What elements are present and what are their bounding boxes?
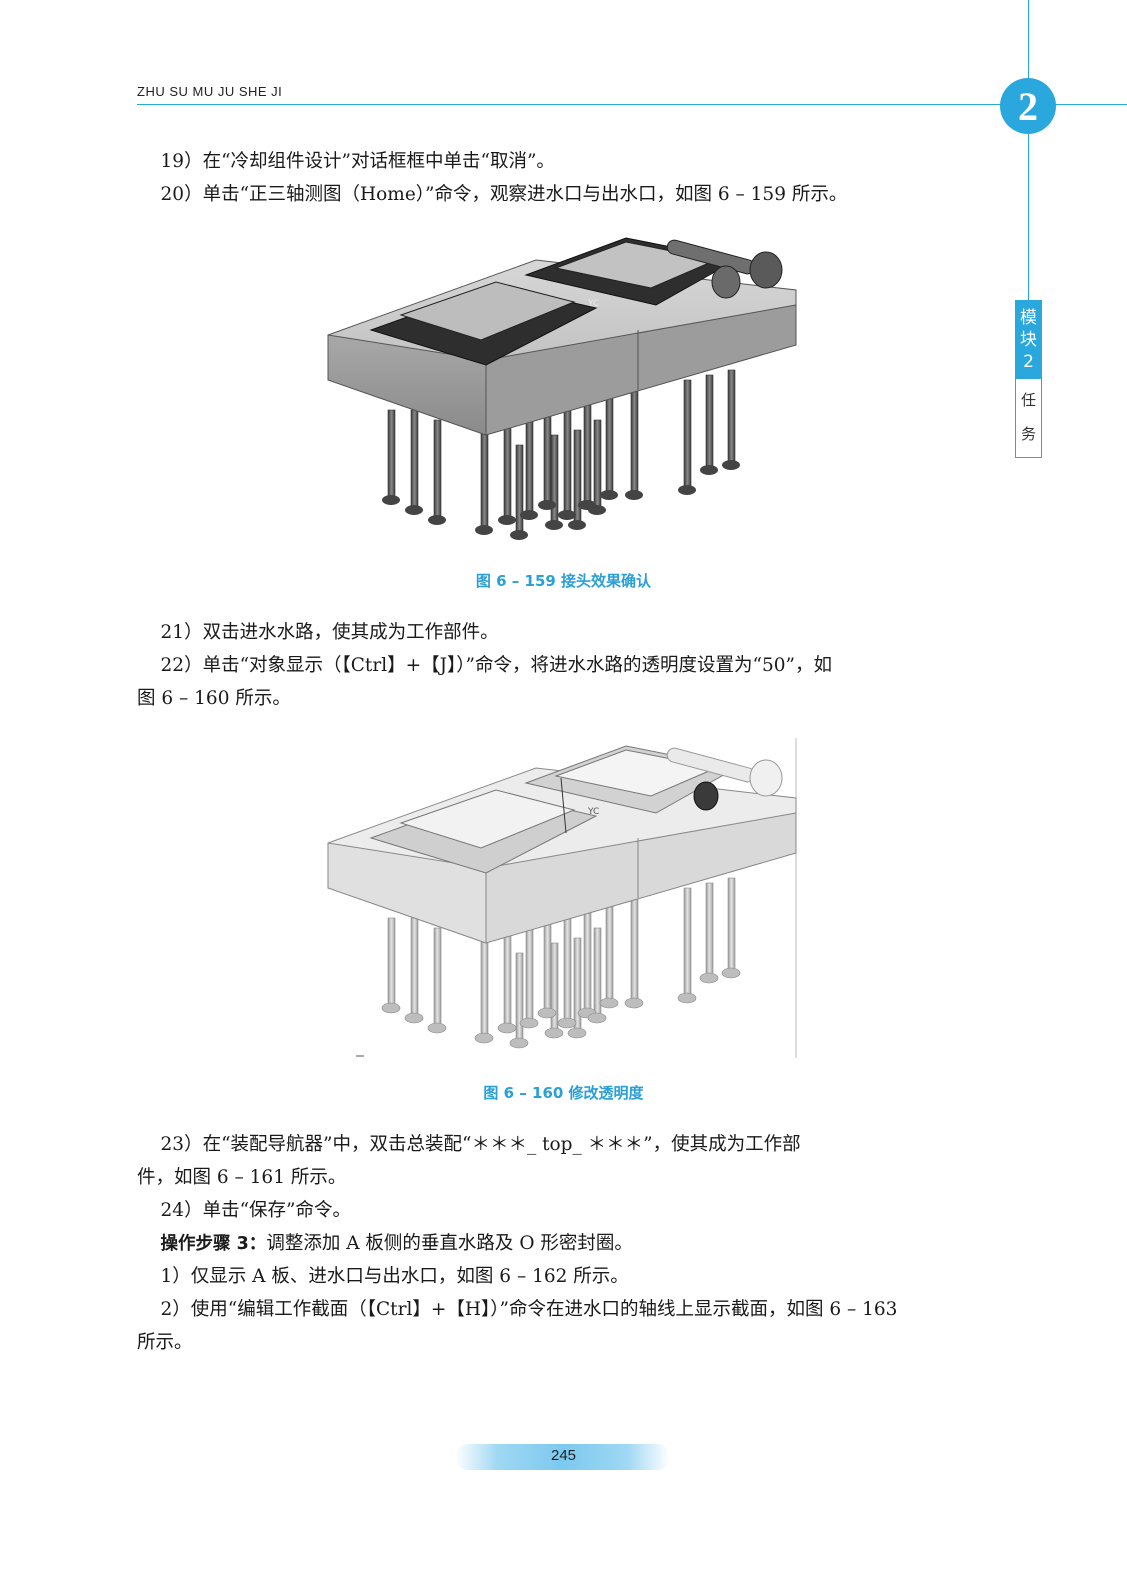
chapter-badge: 2 [1000,78,1056,134]
step-23: 23）在“装配导航器”中，双击总装配“＊＊＊_ top_ ＊＊＊”，使其成为工作… [137,1134,801,1188]
cavity-insert-left [369,281,598,366]
step-3-label: 操作步骤 3： [160,1234,267,1254]
step-24: 24）单击“保存”命令。 [137,1200,351,1221]
figure-6-160-caption: 图 6 – 160 修改透明度 [483,1084,644,1102]
base-plate [327,767,797,944]
module-char: 模 [1020,308,1037,328]
step-22: 22）单击“对象显示（【Ctrl】+【J】）”命令，将进水水路的透明度设置为“5… [137,655,832,709]
module-char: 块 [1020,330,1037,350]
pins [381,877,741,1049]
page-number: 245 [550,1447,577,1464]
figure-6-159: YC [327,237,797,540]
running-header: ZHU SU MU JU SHE JI [137,84,283,99]
operation-step-3: 操作步骤 3：调整添加 A 板侧的垂直水路及 O 形密封圈。 [137,1227,997,1261]
base-plate [327,259,797,436]
substep-1: 1）仅显示 A 板、进水口与出水口，如图 6 – 162 所示。 [137,1266,629,1287]
module-tab: 模 块 2 任 务 [1015,300,1042,458]
task-char: 任 [1020,391,1036,409]
substep-2: 2）使用“编辑工作截面（【Ctrl】+【H】）”命令在进水口的轴线上显示截面，如… [137,1299,898,1353]
task-char: 务 [1020,425,1036,443]
step-3-text: 调整添加 A 板侧的垂直水路及 O 形密封圈。 [266,1233,633,1254]
water-connector [666,239,783,299]
step-21: 21）双击进水水路，使其成为工作部件。 [137,622,499,643]
module-tab-bottom: 任 务 [1016,379,1041,455]
page-number-band [455,1444,670,1470]
figure-6-160: YC [327,738,797,1058]
water-connector [666,747,783,811]
pins [382,369,740,540]
step-20: 20）单击“正三轴测图（Home）”命令，观察进水口与出水口，如图 6 – 15… [137,184,848,205]
header-rule [137,104,1127,105]
module-tab-top: 模 块 2 [1016,301,1041,379]
axis-label: YC [587,299,599,309]
figure-6-159-caption: 图 6 – 159 接头效果确认 [475,572,652,590]
module-char: 2 [1023,352,1034,372]
side-rule [1028,0,1029,400]
axis-label: YC [587,807,599,817]
cavity-insert-left [369,789,598,874]
step-19: 19）在“冷却组件设计”对话框框中单击“取消”。 [137,151,555,172]
